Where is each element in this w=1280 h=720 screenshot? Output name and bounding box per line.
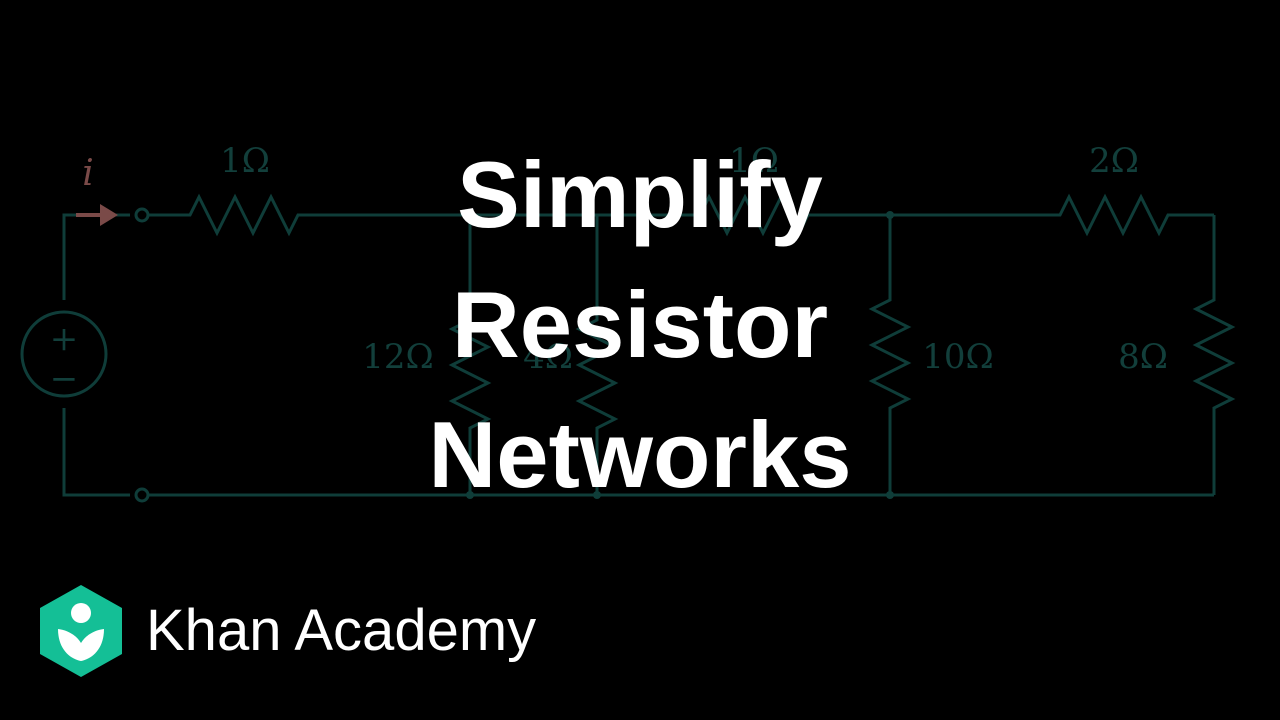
resistor-label-r1: 1Ω: [220, 141, 270, 181]
node-dot: [466, 491, 474, 499]
resistor-10ohm: [868, 215, 912, 495]
resistor-label-r4: 12Ω: [362, 337, 433, 377]
khan-academy-logo-icon: [40, 585, 122, 677]
node-dot: [593, 491, 601, 499]
node-dot: [886, 491, 894, 499]
source-plus-label: +: [50, 319, 79, 359]
resistor-label-r3: 2Ω: [1089, 141, 1139, 181]
current-arrow: [76, 204, 118, 226]
resistor-label-r7: 8Ω: [1118, 337, 1168, 377]
title-line-3: Networks: [428, 402, 852, 507]
resistor-label-r2: 1Ω: [729, 141, 779, 181]
resistor-label-r6: 10Ω: [922, 337, 993, 377]
brand-name: Khan Academy: [146, 598, 537, 663]
title-line-1: Simplify: [457, 142, 823, 247]
source-minus-label: −: [50, 359, 79, 399]
brand-lockup: Khan Academy: [38, 583, 536, 679]
resistor-4ohm: [575, 215, 619, 495]
resistor-12ohm: [448, 215, 492, 495]
voltage-source: [20, 310, 108, 398]
node-dot: [886, 211, 894, 219]
resistor-1ohm: [148, 193, 470, 237]
title-line-2: Resistor: [451, 272, 829, 377]
resistor-label-r5: 4Ω: [523, 337, 573, 377]
resistor-2ohm: [890, 193, 1214, 237]
wire-left-bottom: [62, 408, 130, 497]
current-label: i: [82, 153, 94, 194]
resistor-8ohm: [1192, 215, 1236, 495]
resistor-1ohm-b: [470, 193, 890, 237]
